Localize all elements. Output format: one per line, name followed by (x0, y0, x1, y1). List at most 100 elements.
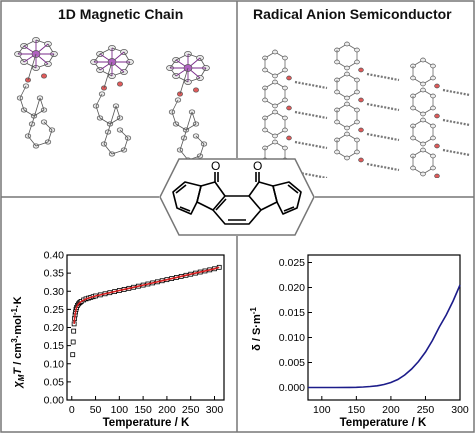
chart1-data-marks (70, 264, 222, 358)
complex-1-tail-bond-9 (35, 141, 49, 147)
chart1-y-tick-label-3: 0.15 (44, 340, 65, 352)
complex-3-tail-bond-10 (199, 143, 205, 157)
stack-3-ring-0-atom-2 (430, 63, 436, 69)
complex-3-tail-bond-1 (171, 99, 179, 113)
complex-2-tail-bond-5 (115, 105, 121, 119)
right-oxygen-label: O (253, 159, 262, 173)
stack-1-ring-1-atom-5 (262, 97, 268, 103)
hexagon-outline (159, 158, 315, 236)
central-ring-double-bond-2 (215, 198, 227, 211)
diketone-molecule-structure (172, 172, 302, 225)
complex-2-tail-bond-6 (107, 105, 117, 133)
chart1-x-tick-label-6: 300 (206, 404, 224, 416)
stack-1-edge-molecule-2 (294, 140, 328, 150)
chart1-series1-line (73, 266, 220, 324)
chart1-x-tick-label-4: 200 (158, 404, 176, 416)
panel-title-magnetic-chain: 1D Magnetic Chain (58, 6, 184, 22)
stack-1-oxygen-0 (286, 75, 292, 81)
stack-1-ring-1-atom-3 (282, 97, 288, 103)
complex-1-tail-bond-10 (47, 129, 53, 143)
complex-3 (166, 51, 210, 163)
chart2-y-tick-label-3: 0.015 (279, 307, 305, 319)
chart2-y-tick-label-4: 0.020 (279, 282, 305, 294)
stack-2-ring-2-atom-4 (344, 125, 350, 131)
chart1-y-tick-label-2: 0.10 (44, 358, 65, 370)
stack-2-edge-molecule-2 (366, 132, 400, 142)
right-ring-double-bond-2 (283, 206, 295, 212)
stack-3-ring-0-atom-4 (420, 81, 426, 87)
stack-1-edge-molecule-0 (294, 80, 328, 90)
complex-3-oxygen-atom-2 (193, 87, 199, 93)
complex-1-tail-bond-6 (31, 97, 41, 125)
chart1-plot-frame (66, 254, 225, 401)
stack-2-ring-0-atom-2 (354, 47, 360, 53)
stack-1-ring-3-atom-1 (272, 139, 278, 145)
stack-3-ring-1-atom-2 (430, 93, 436, 99)
stack-2-ring-1-atom-5 (334, 89, 340, 95)
stack-3-oxygen-1 (434, 113, 440, 119)
complex-1-ligand-bond-7 (17, 45, 25, 55)
magnetic-chain-structure-illustration (14, 37, 210, 163)
stack-1-edge-molecule-1 (294, 110, 328, 120)
stack-1-ring-0-atom-3 (282, 67, 288, 73)
stack-1-oxygen-1 (286, 105, 292, 111)
stack-3-ring-2-atom-1 (420, 117, 426, 123)
complex-1-o-bond-1 (27, 53, 37, 81)
stack-1-ring-1-atom-2 (282, 85, 288, 91)
stack-2-oxygen-3 (358, 157, 364, 163)
left-ring-double-bond (175, 184, 187, 194)
stack-2-edge-molecule-1 (366, 102, 400, 112)
complex-2-tail-bond-3 (99, 117, 111, 125)
complex-3-tail-bond-2 (171, 111, 177, 125)
chart1-x-axis-label: Temperature / K (103, 417, 190, 429)
chart1-series0-point-0 (70, 352, 76, 358)
chart1-y-tick-label-4: 0.20 (44, 322, 65, 334)
complex-2-tail-bond-8 (103, 143, 113, 155)
complex-3-ligand-bond-7 (169, 59, 177, 69)
chart2-data-marks (308, 284, 461, 389)
complex-2-tail-bond-7 (103, 131, 109, 145)
chart2-y-tick-label-1: 0.005 (279, 357, 305, 369)
stack-2-ring-0-atom-4 (344, 65, 350, 71)
chart2-x-tick-label-2: 200 (382, 404, 400, 416)
complex-2-tail-bond-4 (109, 117, 121, 125)
stack-3-oxygen-2 (434, 143, 440, 149)
stack-1-ring-2-atom-2 (282, 115, 288, 121)
complex-3-tail-bond-6 (183, 111, 193, 139)
chart2-plot-frame (307, 254, 461, 401)
complex-3-tail-bond-7 (179, 137, 185, 151)
stack-2-ring-2-atom-1 (344, 101, 350, 107)
chart1-x-tick-label-2: 100 (111, 404, 129, 416)
stack-2-ring-2-atom-5 (334, 119, 340, 125)
complex-2-tail-bond-10 (123, 137, 129, 151)
stack-3 (410, 57, 470, 178)
chart2-x-axis-label: Temperature / K (340, 417, 427, 429)
stack-2-ring-3-atom-2 (354, 137, 360, 143)
stack-3-edge-molecule-0 (442, 88, 470, 97)
complex-2-tail-bond-2 (95, 105, 101, 119)
chart2-y-tick-label-5: 0.025 (279, 257, 305, 269)
complex-2-tail-bond-11 (119, 129, 129, 139)
stack-2-ring-3-atom-4 (344, 155, 350, 161)
stack-3-ring-2-atom-3 (430, 135, 436, 141)
stack-1-ring-0-atom-5 (262, 67, 268, 73)
chart1-series0-point-2 (71, 328, 77, 334)
complex-3-tail-bond-5 (191, 111, 197, 125)
stack-2-ring-1-atom-3 (354, 89, 360, 95)
stack-3-ring-0-atom-3 (430, 75, 436, 81)
stack-3-ring-3-atom-5 (410, 165, 416, 171)
stack-1-ring-3-atom-2 (282, 145, 288, 151)
stack-2-ring-0-atom-5 (334, 59, 340, 65)
left-oxygen-label: O (211, 159, 220, 173)
complex-2-ligand-bond-7 (93, 53, 101, 63)
chart2-y-tick-label-2: 0.010 (279, 332, 305, 344)
panel-title-radical-anion: Radical Anion Semiconductor (253, 6, 452, 22)
complex-2-tail-bond-9 (111, 149, 125, 155)
stack-2-ring-3-atom-3 (354, 149, 360, 155)
stack-2-edge-molecule-0 (366, 72, 400, 82)
complex-1-tail-bond-3 (23, 109, 35, 117)
